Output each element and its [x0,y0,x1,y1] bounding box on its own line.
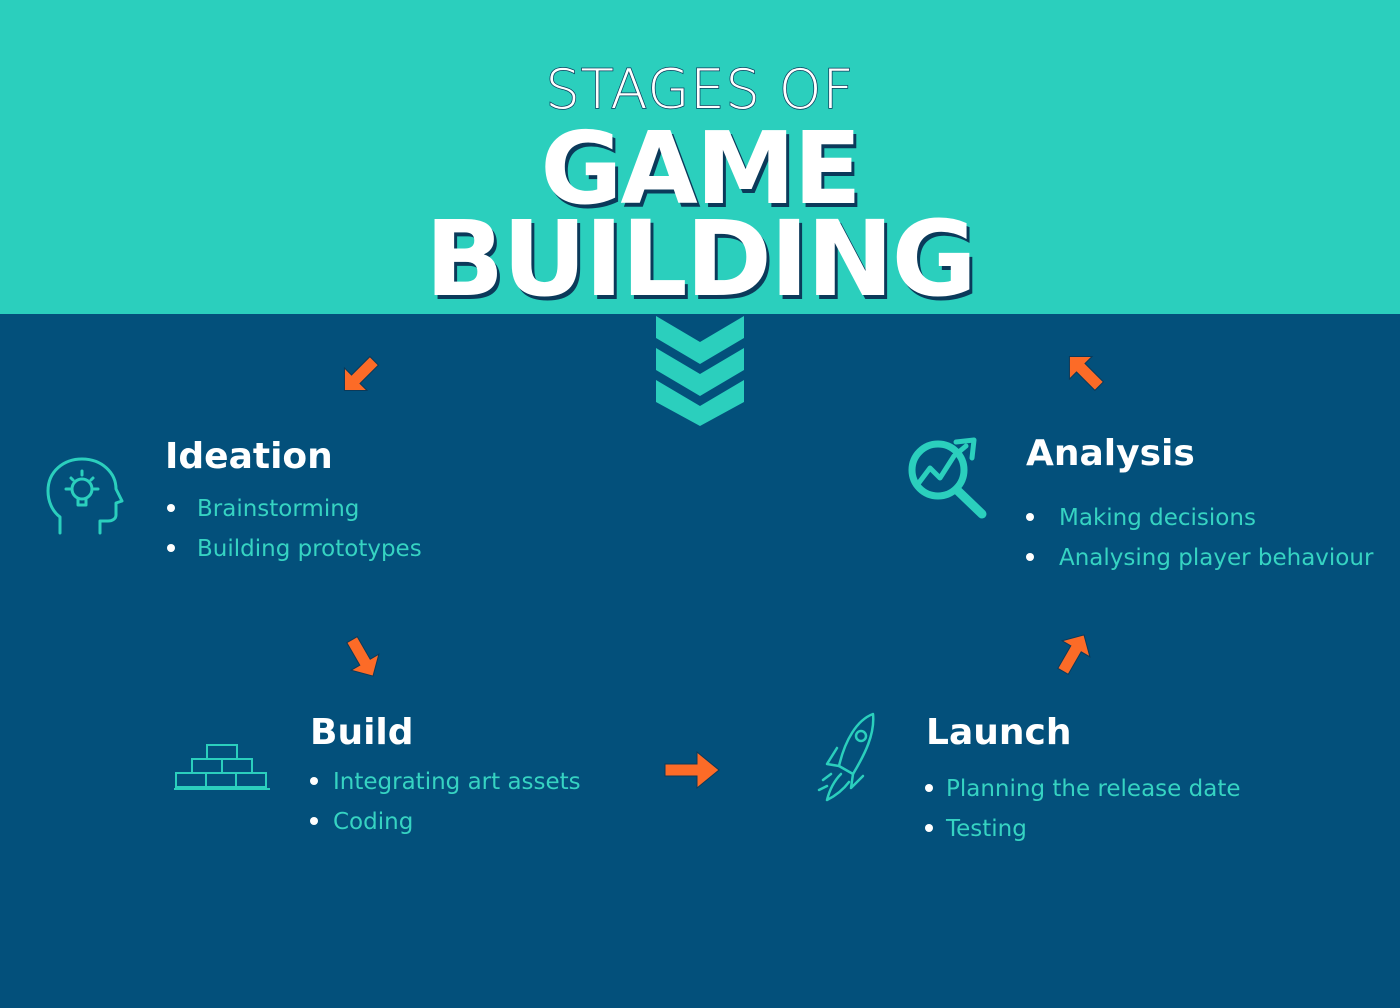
title-line-2: GAME [540,110,861,227]
ideation-list: Brainstorming Building prototypes [165,489,422,569]
list-item: Planning the release date [924,769,1241,809]
launch-item: Testing [946,816,1027,842]
ideation-item: Brainstorming [197,496,360,522]
bullet-icon [925,824,933,832]
arrow-down-right-icon [346,635,380,677]
title-line-1: STAGES OF [545,57,855,122]
build-item: Integrating art assets [333,769,581,795]
launch-list: Planning the release date Testing [924,769,1241,849]
build-item: Coding [333,809,414,835]
analysis-list: Making decisions Analysing player behavi… [1026,498,1373,578]
bullet-icon [1026,513,1034,521]
head-lightbulb-icon [46,457,124,535]
bullet-icon [1026,553,1034,561]
bullet-icon [310,817,318,825]
arrow-up-left-icon [1068,355,1105,392]
arrow-right-icon [664,750,720,790]
build-title: Build [310,712,414,753]
analysis-title: Analysis [1026,433,1195,474]
bullet-icon [310,777,318,785]
arrow-up-right-icon [1057,634,1091,676]
title-line-3: BUILDING [424,198,977,320]
build-list: Integrating art assets Coding [310,762,581,842]
header-band [0,0,1400,314]
content-band [0,314,1400,1008]
launch-item: Planning the release date [946,776,1241,802]
list-item: Analysing player behaviour [1026,538,1373,578]
bullet-icon [167,544,175,552]
list-item: Coding [310,802,581,842]
ideation-title: Ideation [165,436,333,477]
bullet-icon [167,504,175,512]
list-item: Testing [924,809,1241,849]
analysis-item: Analysing player behaviour [1059,545,1374,571]
bricks-icon [174,744,270,790]
list-item: Making decisions [1026,498,1373,538]
list-item: Building prototypes [165,529,422,569]
ideation-item: Building prototypes [197,536,422,562]
list-item: Brainstorming [165,489,422,529]
list-item: Integrating art assets [310,762,581,802]
rocket-icon [817,712,875,802]
chevron-down-icon [656,316,744,426]
launch-title: Launch [926,712,1072,753]
analysis-item: Making decisions [1059,505,1256,531]
bullet-icon [925,784,933,792]
arrow-down-left-icon [343,355,380,392]
magnifier-chart-icon [908,437,987,519]
